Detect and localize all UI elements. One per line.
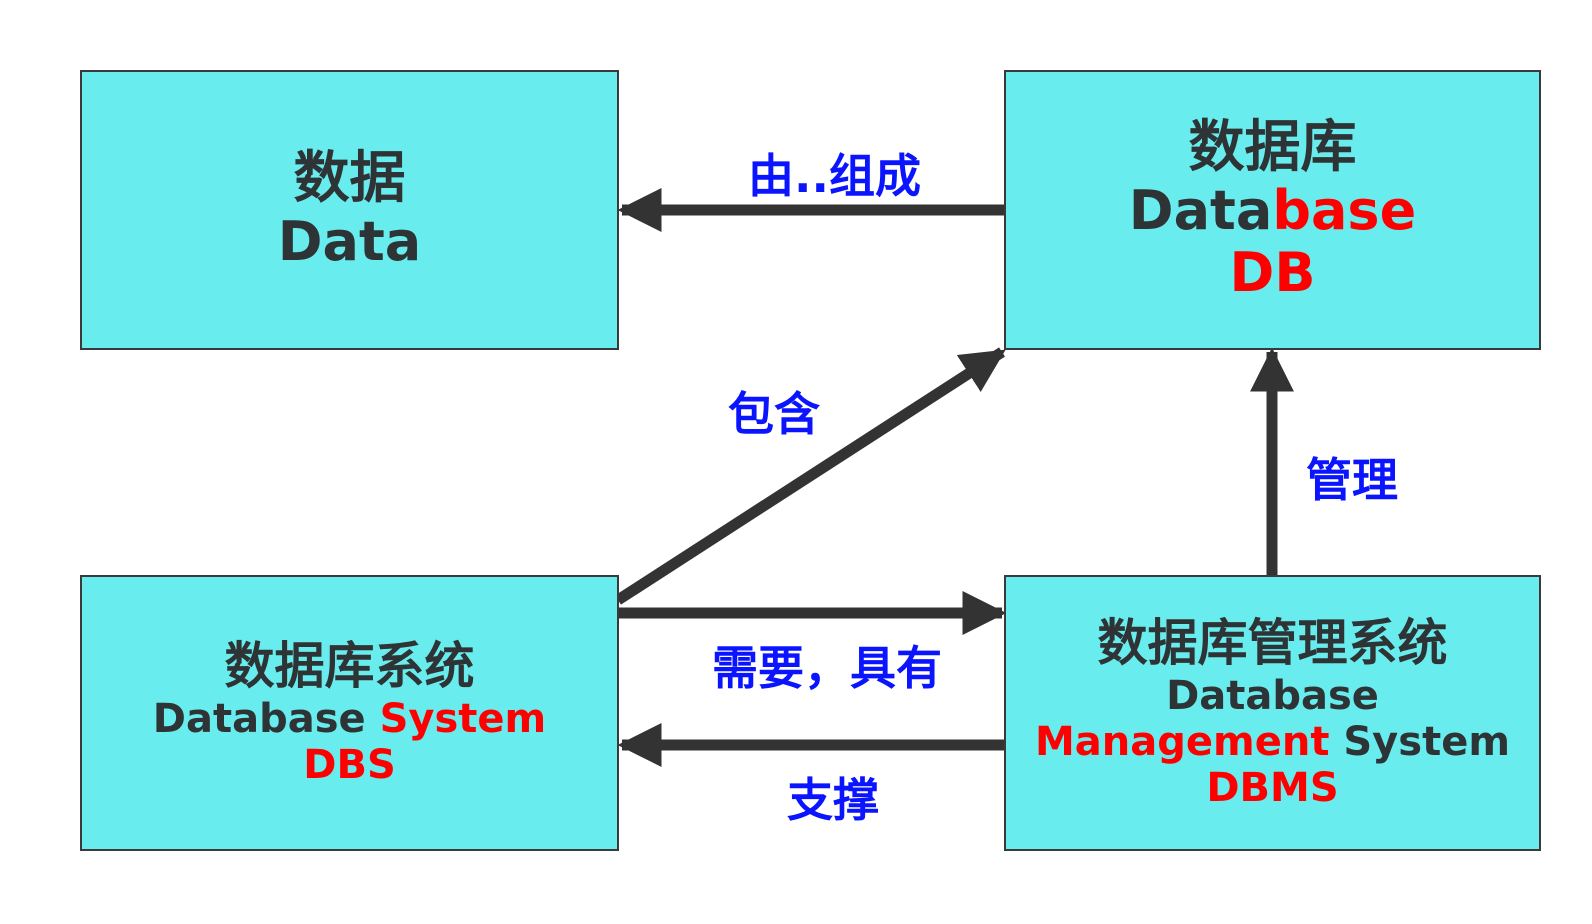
node-database-abbr: DB: [1229, 241, 1316, 305]
node-dbms: 数据库管理系统 Database Management System DBMS: [1004, 575, 1541, 851]
edge-label-needs-has: 需要，具有: [712, 641, 942, 695]
node-database-en-red: base: [1272, 179, 1417, 243]
node-dbms-abbr: DBMS: [1206, 764, 1339, 811]
node-dbms-en-red: Management: [1035, 718, 1330, 765]
node-dbms-en-dark: System: [1343, 718, 1510, 765]
node-data: 数据 Data: [80, 70, 619, 350]
node-dbms-en-line1: Database: [1166, 672, 1379, 719]
node-dbs-en-dark: Database: [152, 695, 366, 742]
node-database: 数据库 Database DB: [1004, 70, 1541, 350]
node-data-zh: 数据: [293, 145, 406, 211]
arrow-dbs-to-database: [615, 347, 1006, 605]
node-dbms-en-line2: Management System: [1035, 719, 1510, 765]
node-data-en: Data: [277, 210, 422, 274]
edge-label-composed-of: 由..组成: [748, 149, 921, 203]
node-dbs: 数据库系统 Database System DBS: [80, 575, 619, 851]
node-dbms-zh: 数据库管理系统: [1097, 614, 1448, 673]
node-dbs-abbr: DBS: [303, 741, 396, 788]
edge-label-manages: 管理: [1306, 453, 1398, 507]
node-dbs-en: Database System: [153, 696, 546, 742]
node-dbs-en-red: System: [379, 695, 547, 742]
node-dbs-zh: 数据库系统: [224, 637, 475, 696]
node-database-zh: 数据库: [1188, 114, 1357, 180]
node-database-en: Database: [1129, 180, 1416, 242]
edge-label-contains: 包含: [728, 387, 820, 441]
node-database-en-dark: Data: [1128, 179, 1273, 243]
edge-label-supports: 支撑: [787, 773, 879, 827]
